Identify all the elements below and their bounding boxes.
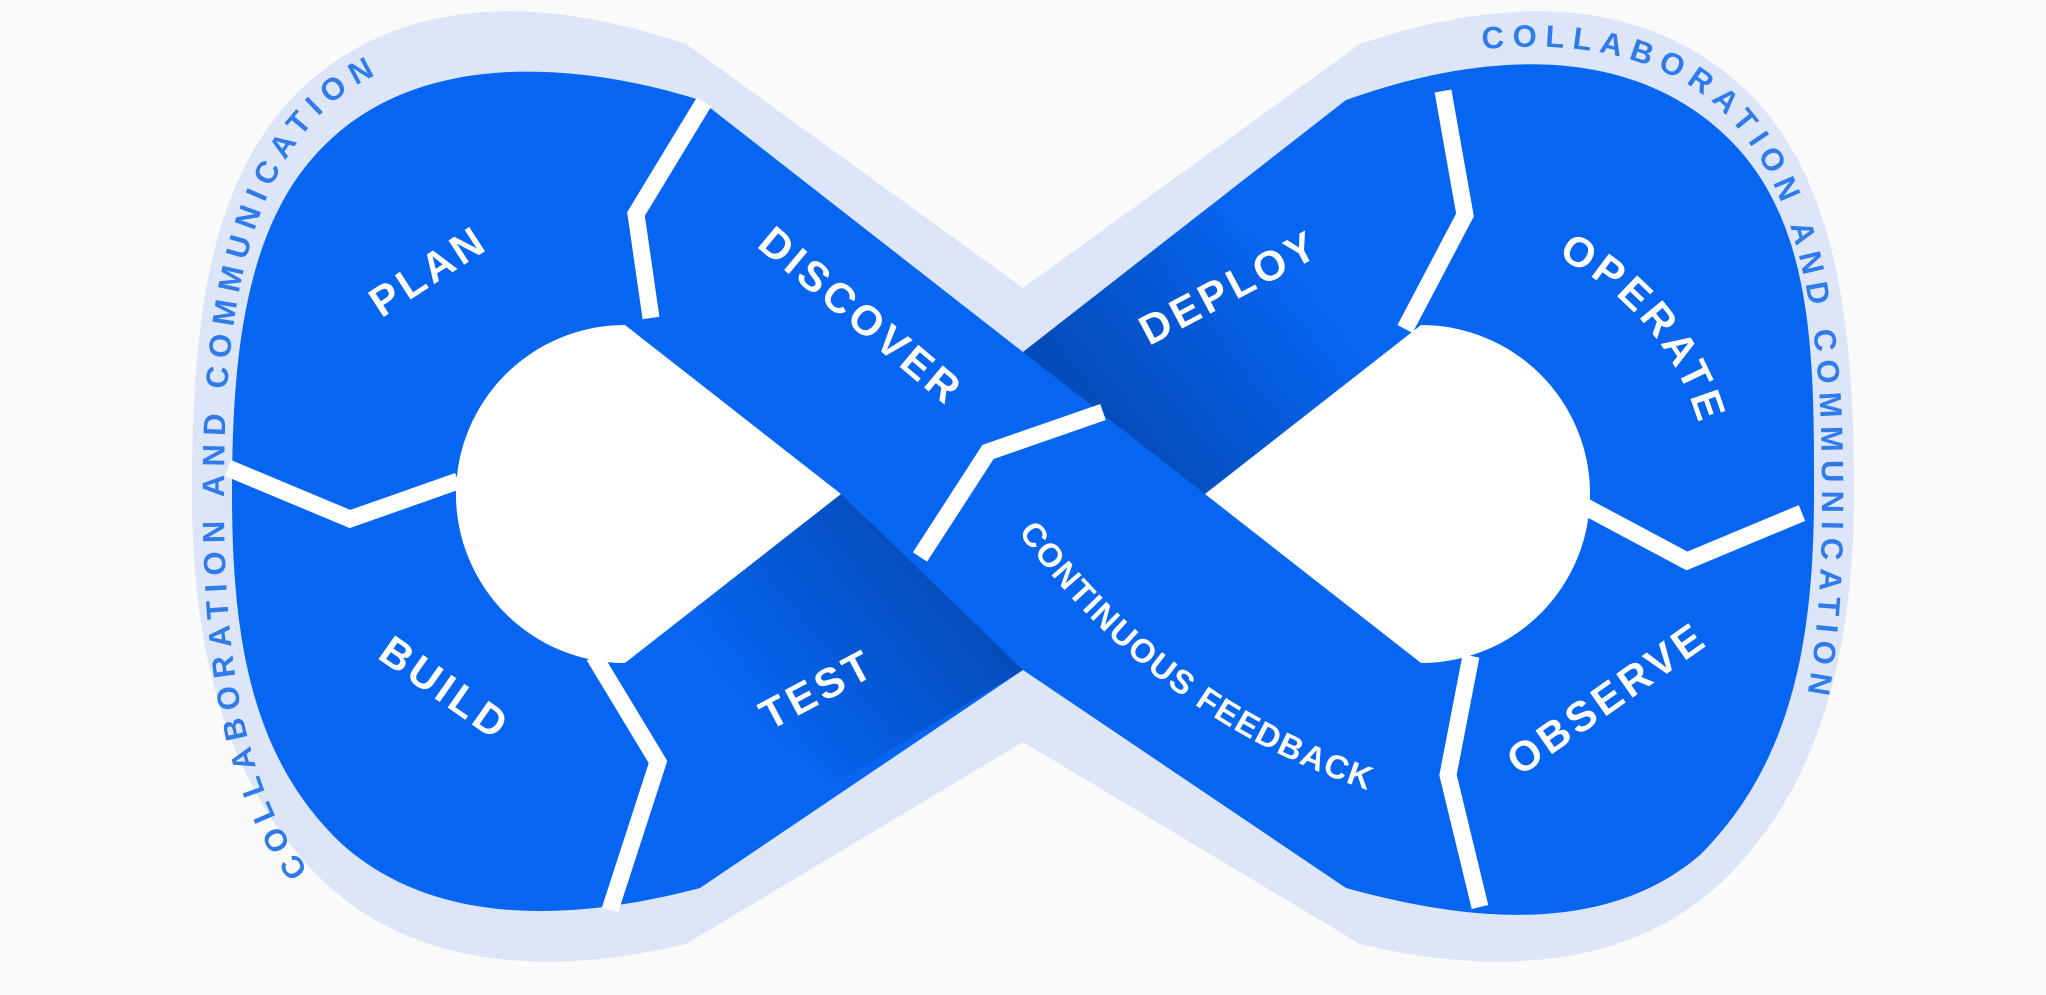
divider-observe-feedback	[1439, 654, 1489, 910]
divider-deploy-operate	[1397, 89, 1474, 333]
divider-operate-observe	[1579, 498, 1806, 571]
divider-feedback-discover	[912, 403, 1106, 562]
divider-test-build	[586, 651, 668, 913]
divider-build-plan	[224, 460, 461, 529]
under-band-shadow-deploy-side	[1023, 204, 1394, 494]
divider-plan-discover	[627, 97, 712, 320]
right-loop-hole	[1205, 325, 1591, 663]
left-loop-hole	[455, 324, 841, 664]
under-band-shadow-test-side	[652, 494, 1023, 784]
